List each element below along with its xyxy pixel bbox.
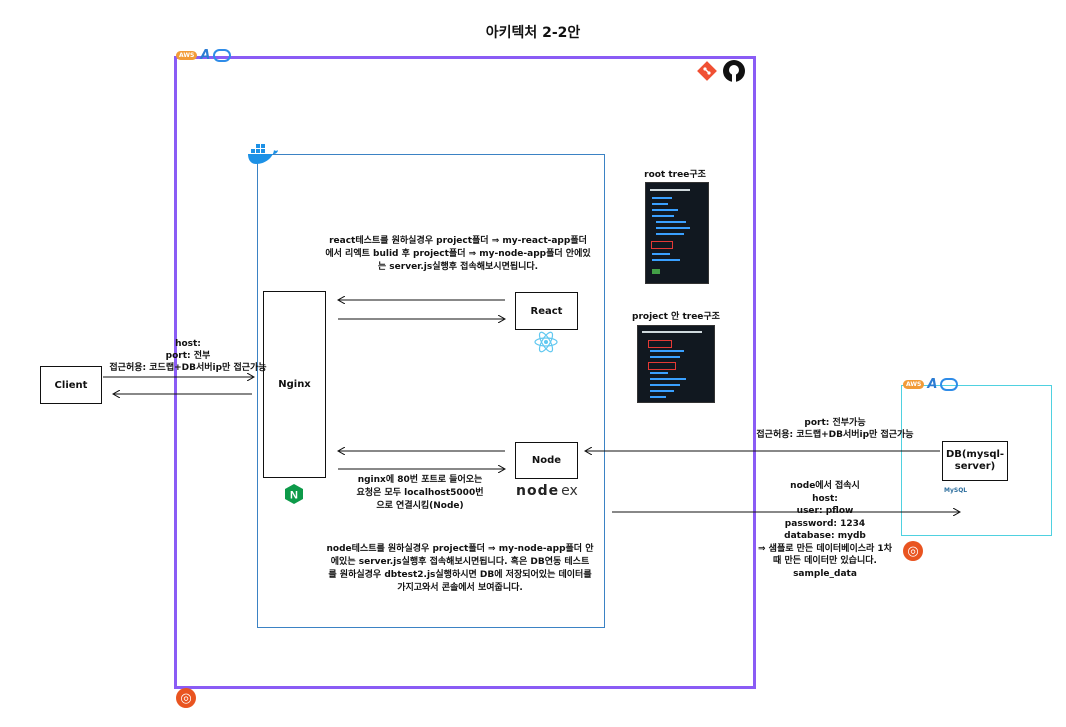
github-icon <box>722 59 746 83</box>
root-tree-caption: root tree구조 <box>644 170 706 180</box>
nginx-port-note: nginx에 80번 포트로 들어오는 요청은 모두 localhost5000… <box>356 475 484 511</box>
azure-icon: A <box>200 48 211 63</box>
nodejs-icon: node <box>516 483 560 499</box>
mysql-icon: MySQL <box>944 487 968 494</box>
project-tree-caption: project 안 tree구조 <box>632 312 720 322</box>
express-icon: ex <box>561 483 578 499</box>
client-node: Client <box>40 366 102 404</box>
aws-icon: AWS <box>903 380 925 389</box>
nginx-node: Nginx <box>263 291 326 478</box>
root-tree-screenshot <box>645 182 709 284</box>
aws-icon: AWS <box>176 51 198 60</box>
aws-ec2-frame <box>174 56 756 689</box>
ubuntu-icon: ◎ <box>176 688 196 708</box>
db-access-note: port: 전부가능 접근허용: 코드랩+DB서버ip만 접근가능 <box>756 418 914 440</box>
react-icon <box>534 331 558 353</box>
project-tree-screenshot <box>637 325 715 403</box>
cloud-logos: AWS A <box>176 48 232 63</box>
azure-icon: A <box>927 377 938 392</box>
docker-icon <box>246 142 280 166</box>
host-access-note: host: port: 전부 접근허용: 코드랩+DB서버ip만 접근가능 <box>109 339 267 373</box>
git-icon <box>697 61 717 81</box>
node-db-connection-note: node에서 접속시 host: user: pflow password: 1… <box>758 481 892 579</box>
db-cloud-logos: AWS A <box>903 377 959 392</box>
cloud-icon <box>213 49 232 62</box>
react-node: React <box>515 292 578 330</box>
nginx-letter: N <box>290 490 298 502</box>
cloud-icon <box>940 378 959 391</box>
node-node: Node <box>515 442 578 479</box>
nginx-icon: N <box>285 484 303 504</box>
db-node: DB(mysql- server) <box>942 441 1008 481</box>
db-server-frame <box>901 385 1052 536</box>
docker-container-frame <box>257 154 605 628</box>
diagram-title: 아키텍처 2-2안 <box>485 25 581 41</box>
react-test-note: react테스트를 원하실경우 project폴더 ⇒ my-react-app… <box>325 236 591 272</box>
node-test-note: node테스트를 원하실경우 project폴더 ⇒ my-node-app폴더… <box>326 544 594 593</box>
nodejs-express-logo: node ex <box>516 483 578 499</box>
ubuntu-icon: ◎ <box>903 541 923 561</box>
